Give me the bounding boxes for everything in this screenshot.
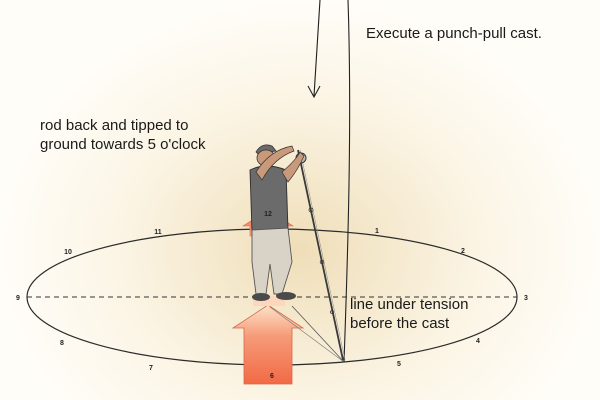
rod-position-annotation: rod back and tipped to ground towards 5 … — [40, 117, 205, 155]
clock-number-11: 11 — [154, 229, 162, 236]
clock-number-3: 3 — [524, 295, 528, 302]
clock-number-8: 8 — [60, 340, 64, 347]
clock-number-12: 12 — [264, 211, 272, 218]
clock-number-5: 5 — [397, 361, 401, 368]
falling-line-arrowhead — [307, 85, 321, 99]
fishing-rod — [297, 149, 344, 361]
clock-number-1: 1 — [375, 228, 379, 235]
clock-numbers: 12 1 2 3 4 5 6 7 8 9 10 11 — [16, 211, 528, 380]
clock-number-7: 7 — [149, 365, 153, 372]
ground-line — [269, 306, 345, 363]
line-note-line-1: line under tension — [350, 296, 469, 313]
clock-number-9: 9 — [16, 295, 20, 302]
rod-note-line-1: rod back and tipped to — [40, 117, 189, 134]
line-tension-annotation: line under tension before the cast — [350, 296, 468, 334]
rod-guide — [330, 310, 334, 314]
clock-number-4: 4 — [476, 338, 480, 345]
angler-figure — [249, 144, 305, 301]
falling-line — [313, 0, 321, 97]
rod-guide — [319, 259, 325, 265]
clock-number-2: 2 — [461, 248, 465, 255]
diagram-title: Execute a punch-pull cast. — [366, 25, 542, 42]
tension-line — [291, 305, 345, 363]
clock-number-10: 10 — [64, 249, 72, 256]
clock-number-6: 6 — [270, 373, 274, 380]
rod-line — [299, 149, 346, 361]
rod-guide — [308, 207, 314, 213]
cast-loop-line — [343, 0, 351, 363]
line-note-line-2: before the cast — [350, 314, 450, 332]
rod-note-line-2: ground towards 5 o'clock — [40, 135, 206, 153]
big-direction-arrow — [231, 304, 305, 385]
